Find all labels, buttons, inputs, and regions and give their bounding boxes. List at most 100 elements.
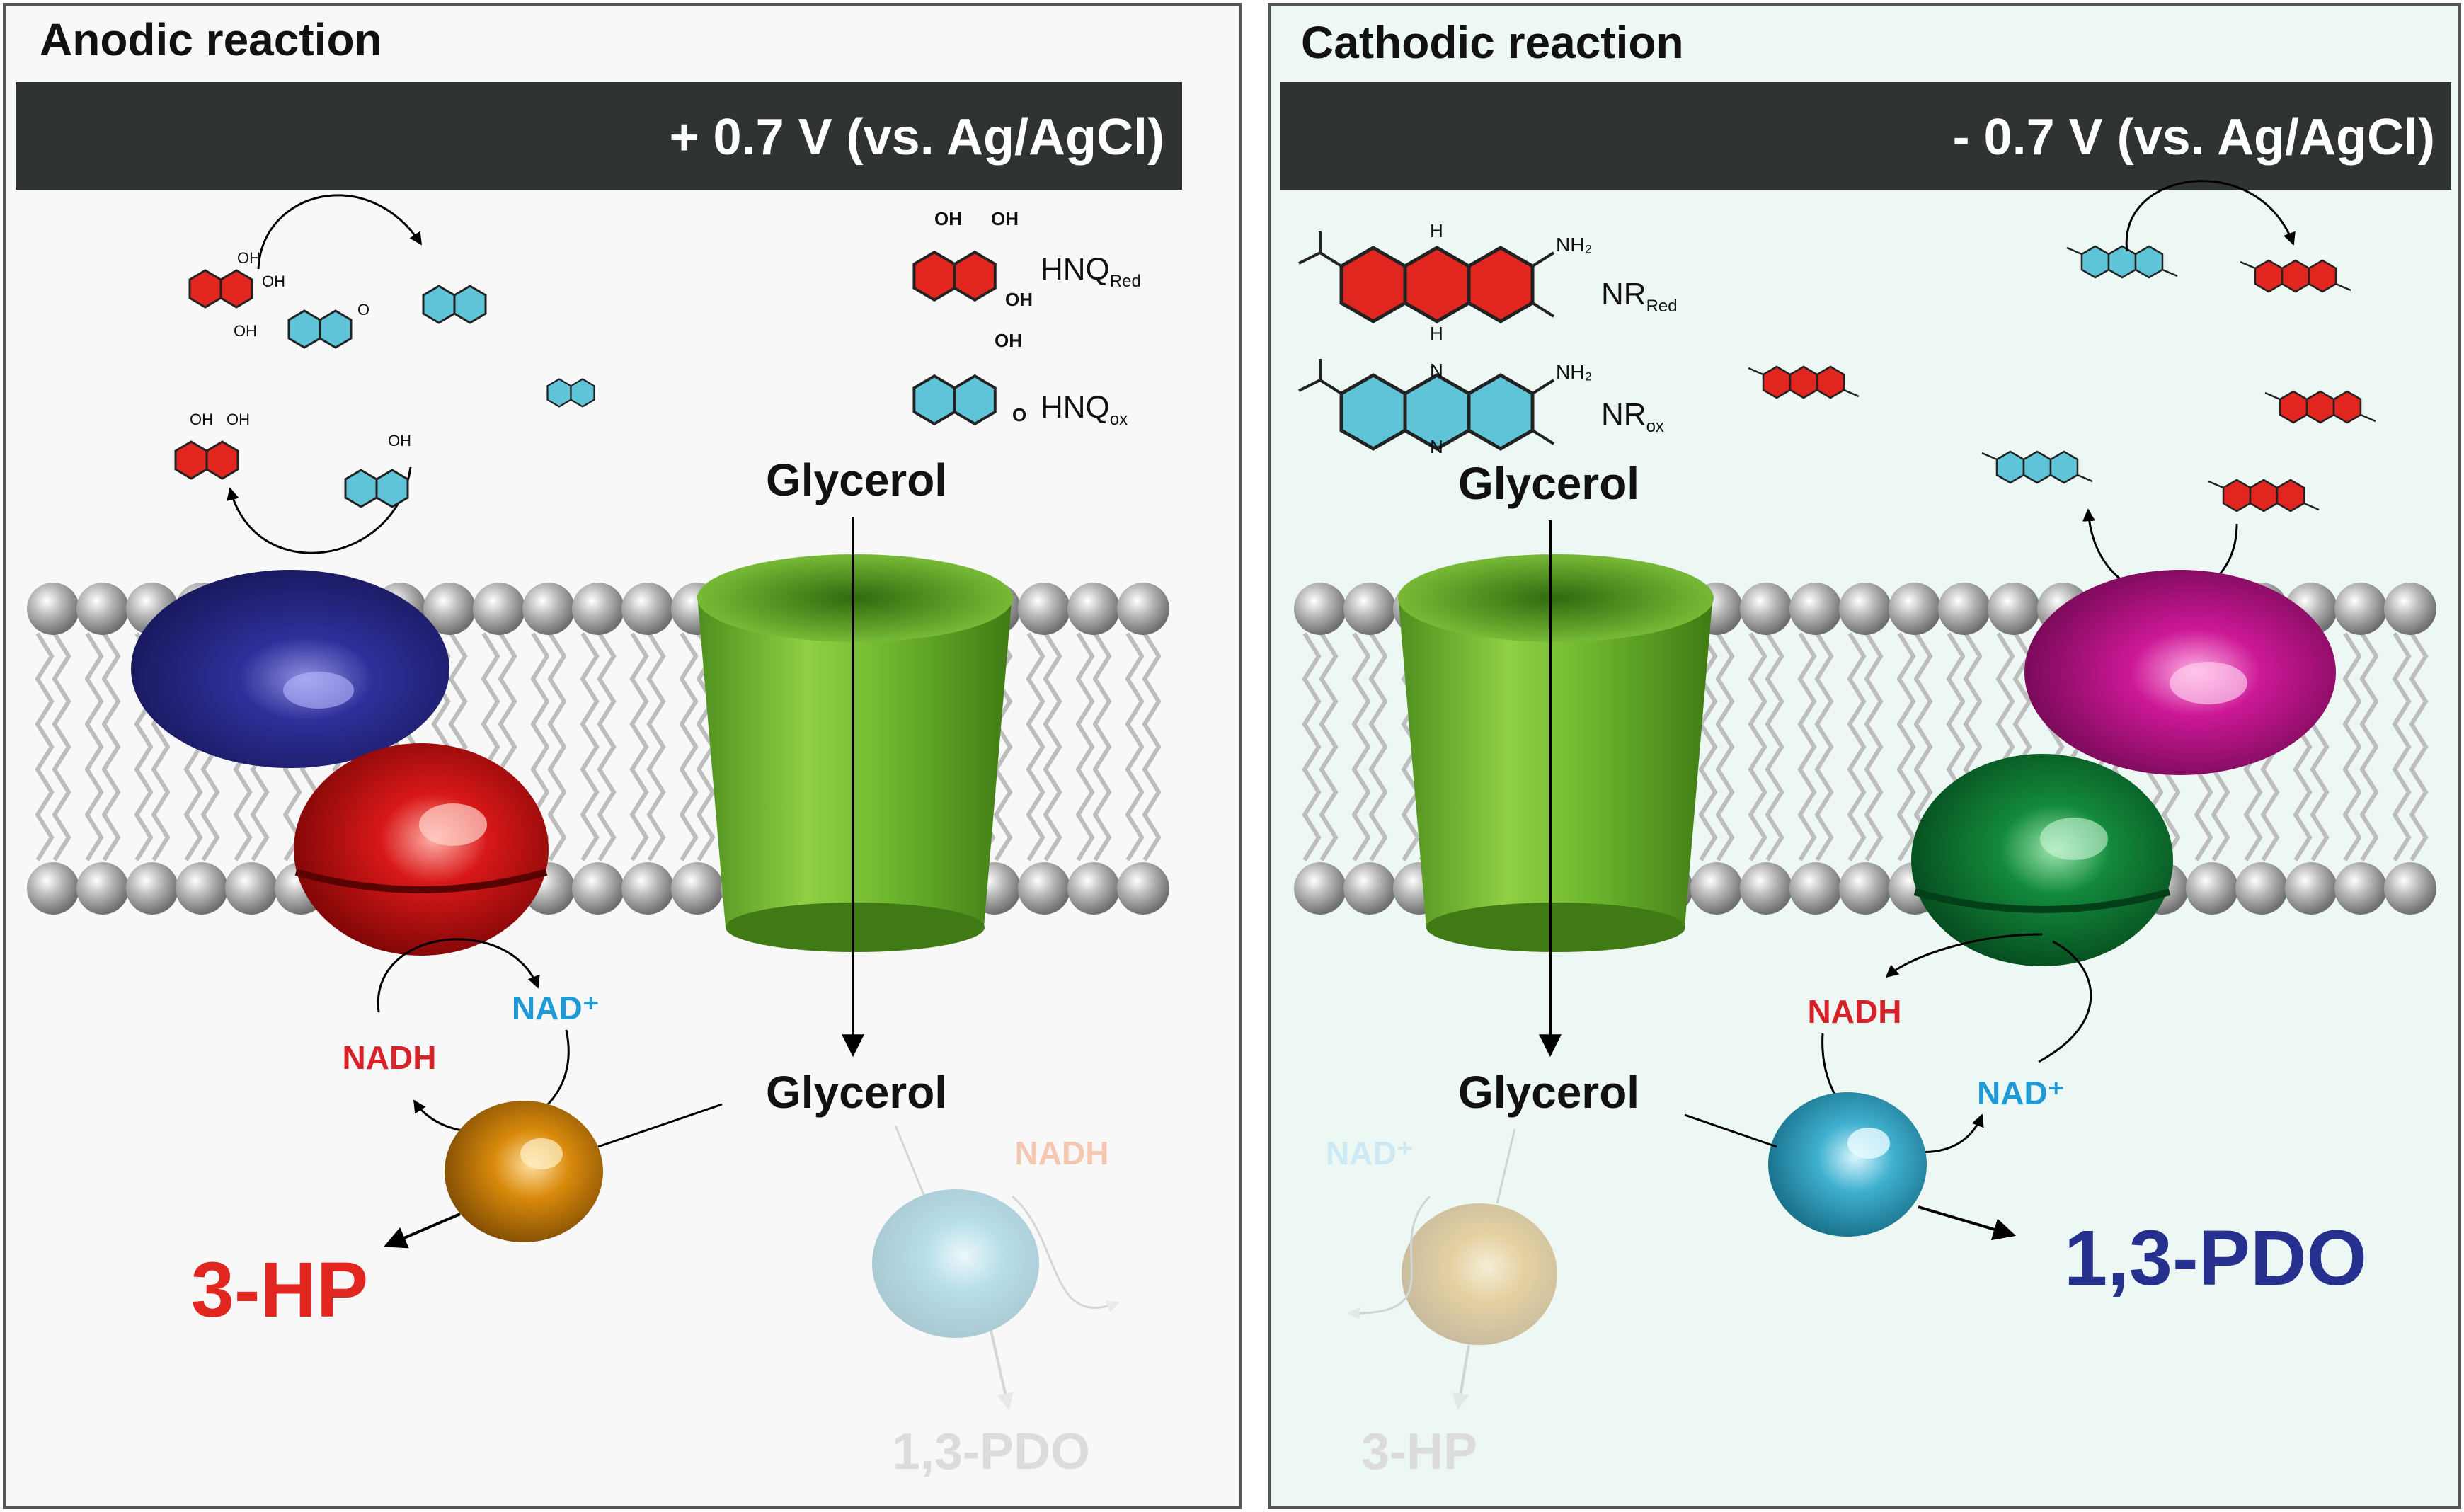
faded-line bbox=[894, 1125, 929, 1204]
faded-nadh-label: NADH bbox=[1015, 1135, 1109, 1172]
atom-label: OH bbox=[388, 432, 411, 449]
lipid-tail bbox=[1302, 632, 1322, 861]
green-enzyme-highlight bbox=[2040, 818, 2108, 860]
lipid-tail bbox=[1847, 632, 1867, 861]
lipid-tail bbox=[679, 632, 699, 861]
atom-label: OH bbox=[234, 322, 257, 340]
lipid-tail bbox=[1043, 632, 1062, 861]
lipid-head bbox=[1839, 583, 1891, 635]
lipid-tail bbox=[1748, 632, 1767, 861]
nr-ox-legend-label: NRox bbox=[1601, 397, 1664, 436]
lipid-tail bbox=[1351, 632, 1371, 861]
nr-recycle-arrow-top bbox=[2125, 180, 2296, 252]
lipid-head bbox=[2334, 862, 2387, 915]
lipid-head bbox=[2334, 583, 2387, 635]
faded-nadh-arrow bbox=[1012, 1195, 1120, 1313]
faded-orange-enzyme bbox=[1402, 1203, 1557, 1345]
glycerol-top-label: Glycerol bbox=[766, 454, 947, 505]
lipid-tail bbox=[2359, 632, 2379, 861]
glycerol-channel-bottom bbox=[726, 903, 985, 952]
lipid-tail bbox=[84, 632, 104, 861]
lipid-head bbox=[621, 583, 674, 635]
nadh-label: NADH bbox=[343, 1039, 437, 1076]
lipid-tail bbox=[1026, 632, 1045, 861]
lipid-head bbox=[76, 862, 129, 915]
lipid-head bbox=[176, 862, 228, 915]
lipid-head bbox=[27, 583, 79, 635]
cathodic-faded-pathway bbox=[1347, 1128, 1557, 1411]
cathodic-faded-nad-label: NAD⁺ bbox=[1326, 1135, 1414, 1172]
atom-label: O bbox=[357, 301, 369, 319]
lipid-head bbox=[225, 862, 277, 915]
faded-nad-arrow bbox=[1347, 1195, 1431, 1320]
lipid-head bbox=[1343, 583, 1396, 635]
lipid-head bbox=[2186, 862, 2238, 915]
atom-label: OH bbox=[237, 249, 260, 267]
lipid-tail bbox=[1896, 632, 1916, 861]
nr-legend: H H N N NH₂ NH₂ NRRed NRox bbox=[1298, 220, 1678, 457]
cathodic-nad-cycle-arrow-side bbox=[2038, 940, 2092, 1063]
cathodic-potential-label: - 0.7 V (vs. Ag/AgCl) bbox=[1953, 109, 2435, 166]
to-3hp-arrow bbox=[384, 1213, 461, 1249]
lipid-tail bbox=[1864, 632, 1884, 861]
atom-label: OH bbox=[190, 411, 213, 428]
cathodic-glycerol-top-label: Glycerol bbox=[1458, 458, 1639, 509]
nr-red-legend-label: NRRed bbox=[1601, 277, 1678, 316]
lipid-head bbox=[1938, 583, 1990, 635]
lipid-head bbox=[1889, 583, 1941, 635]
cathodic-glycerol-channel-top bbox=[1398, 554, 1714, 642]
lipid-head bbox=[473, 583, 525, 635]
lipid-head bbox=[2384, 862, 2436, 915]
lipid-tail bbox=[629, 632, 649, 861]
lipid-head bbox=[1988, 583, 2040, 635]
lipid-tail bbox=[2409, 632, 2429, 861]
lipid-head bbox=[522, 583, 575, 635]
glycerol-to-orange-line bbox=[597, 1103, 723, 1148]
lipid-tail bbox=[35, 632, 55, 861]
lipid-head bbox=[1018, 862, 1070, 915]
lipid-head bbox=[1789, 583, 1842, 635]
nr-red-legend-icon bbox=[1298, 231, 1555, 323]
glycerol-to-cyan-line bbox=[1684, 1113, 1777, 1148]
green-dehydrogenase bbox=[1911, 754, 2173, 966]
cathodic-potential-banner bbox=[1280, 82, 2451, 190]
lipid-tail bbox=[1715, 632, 1735, 861]
lipid-head bbox=[1740, 583, 1792, 635]
lipid-head bbox=[1067, 583, 1120, 635]
glycerol-channel-top bbox=[697, 554, 1013, 642]
cathodic-nadh-label: NADH bbox=[1808, 993, 1902, 1030]
green-enzyme-groove bbox=[1913, 888, 2171, 913]
lipid-head bbox=[572, 583, 624, 635]
lipid-head bbox=[1117, 583, 1169, 635]
hnq-ox-legend-label: HNQox bbox=[1041, 390, 1128, 429]
lipid-tail bbox=[597, 632, 617, 861]
glycerol-channel bbox=[697, 595, 1012, 927]
faded-pathway bbox=[872, 1125, 1120, 1411]
hnq-legend: OH OH OH OH O HNQRed HNQox bbox=[912, 208, 1141, 429]
nad-plus-label: NAD⁺ bbox=[512, 990, 600, 1026]
atom-label: OH bbox=[1005, 289, 1033, 310]
lipid-tail bbox=[1814, 632, 1834, 861]
atom-label: NH₂ bbox=[1556, 361, 1592, 383]
orange-enzyme-highlight bbox=[520, 1138, 563, 1169]
cyan-dehydrogenase bbox=[1768, 1092, 1927, 1237]
atom-label: OH bbox=[995, 330, 1022, 351]
lipid-head bbox=[1839, 862, 1891, 915]
cathodic-panel: Cathodic reaction - 0.7 V (vs. Ag/AgCl) bbox=[1268, 3, 2461, 1509]
lipid-tail bbox=[580, 632, 600, 861]
cathodic-nad-cycle-arrow-top bbox=[1885, 933, 2043, 978]
lipid-tail bbox=[1092, 632, 1112, 861]
lipid-head bbox=[1294, 583, 1346, 635]
to-pdo-arrow bbox=[1918, 1205, 2017, 1241]
lipid-tail bbox=[2392, 632, 2412, 861]
lipid-head bbox=[2235, 862, 2288, 915]
nad-cycle-arrow-top bbox=[377, 938, 540, 1013]
lipid-tail bbox=[646, 632, 666, 861]
red-enzyme-groove bbox=[294, 869, 548, 893]
atom-label: OH bbox=[262, 273, 285, 290]
lipid-head bbox=[2384, 583, 2436, 635]
faded-cyan-enzyme bbox=[872, 1189, 1039, 1338]
lipid-head bbox=[2285, 862, 2337, 915]
lipid-tail bbox=[1368, 632, 1388, 861]
